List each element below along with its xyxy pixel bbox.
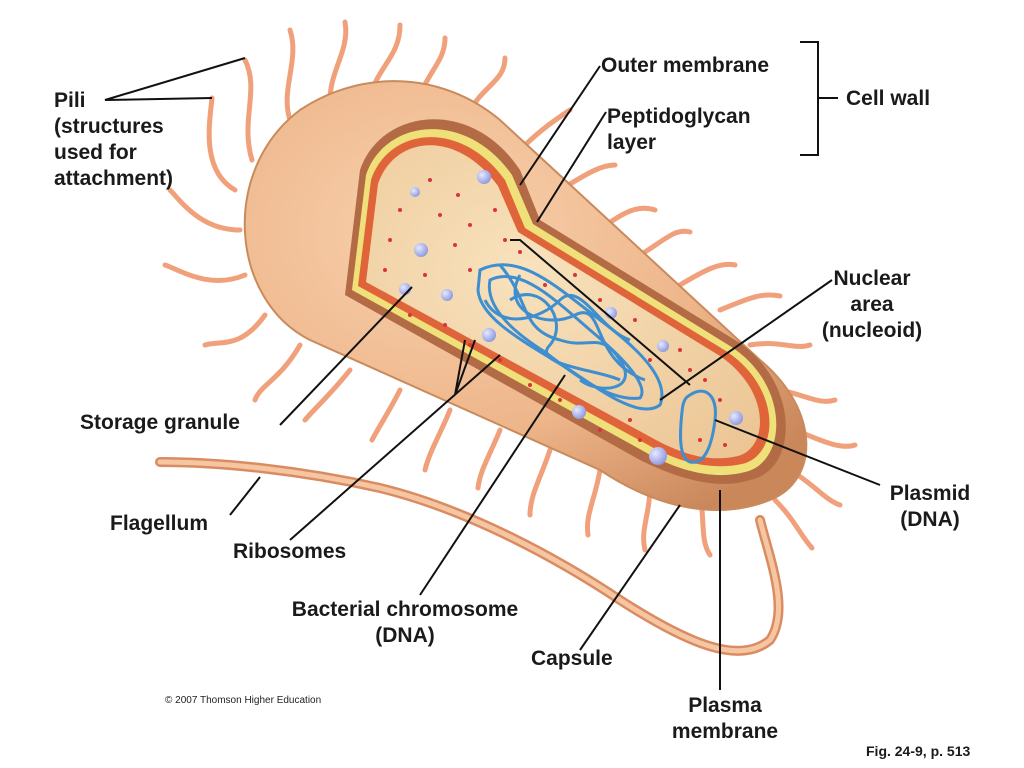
pili-label-line-4: attachment) bbox=[54, 167, 174, 190]
plasmid-label-line-1: Plasmid bbox=[889, 482, 971, 505]
bacterial-chromosome-label-line-2: (DNA) bbox=[375, 624, 435, 647]
cytoplasm bbox=[366, 145, 760, 459]
flagellum-label: Flagellum bbox=[110, 512, 209, 535]
pili-label: Pili (structures used for attachment) bbox=[54, 88, 173, 192]
pili-label-line-2: (structures bbox=[54, 115, 164, 138]
peptidoglycan-label-line-1: Peptidoglycan bbox=[607, 105, 751, 128]
plasmid bbox=[678, 389, 717, 464]
nuclear-area-label-line-1: Nuclear bbox=[833, 267, 911, 290]
plasma-membrane-label: Plasma membrane bbox=[655, 693, 795, 745]
pili-label-line-3: used for bbox=[54, 141, 137, 164]
bacterial-chromosome-label: Bacterial chromosome (DNA) bbox=[262, 597, 548, 649]
figure-reference: Fig. 24-9, p. 513 bbox=[866, 743, 971, 759]
plasma-membrane-label-line-2: membrane bbox=[671, 720, 779, 743]
leader-lines bbox=[104, 41, 881, 690]
plasmid-label: Plasmid (DNA) bbox=[876, 481, 984, 533]
storage-granule-label: Storage granule bbox=[80, 411, 240, 434]
plasma-membrane-label-line-1: Plasma bbox=[688, 694, 762, 717]
nuclear-area-label-line-3: (nucleoid) bbox=[821, 319, 923, 342]
bacterial-chromosome-label-line-1: Bacterial chromosome bbox=[291, 598, 519, 621]
capsule-label: Capsule bbox=[531, 647, 613, 670]
plasmid-label-line-2: (DNA) bbox=[900, 508, 960, 531]
nuclear-area-label: Nuclear area (nucleoid) bbox=[805, 266, 939, 344]
nuclear-area-label-line-2: area bbox=[850, 293, 894, 316]
peptidoglycan-label: Peptidoglycan layer bbox=[607, 104, 751, 156]
ribosomes-label: Ribosomes bbox=[233, 540, 347, 563]
copyright-text: © 2007 Thomson Higher Education bbox=[165, 695, 322, 706]
outer-membrane-label: Outer membrane bbox=[601, 54, 770, 77]
ribosomes bbox=[383, 178, 727, 447]
bacterial-chromosome bbox=[476, 263, 664, 411]
cell-wall-label: Cell wall bbox=[846, 87, 931, 110]
peptidoglycan-label-line-2: layer bbox=[607, 131, 657, 154]
pili-label-line-1: Pili bbox=[54, 89, 86, 112]
